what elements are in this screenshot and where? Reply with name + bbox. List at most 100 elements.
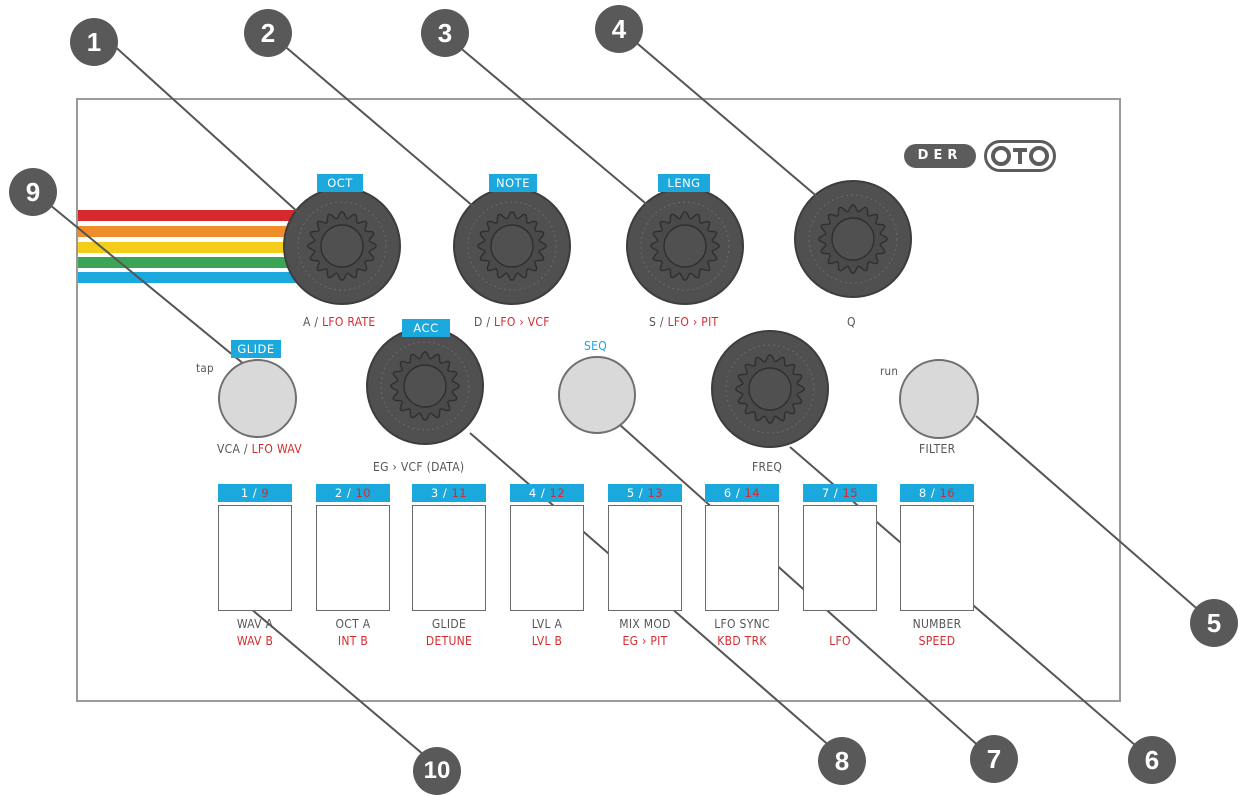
pad-number-alt: 14 — [744, 486, 761, 500]
stripe-green — [78, 257, 300, 268]
seq-button[interactable] — [558, 356, 636, 434]
pad-label-alt: SPEED — [918, 634, 956, 648]
knob-4-q[interactable] — [794, 180, 912, 298]
filter-run-button[interactable] — [899, 359, 979, 439]
pad-number-tag: 5 / 13 — [608, 484, 682, 502]
tag-leng: LENG — [658, 174, 710, 192]
step-pad[interactable] — [510, 505, 584, 611]
tag-note: NOTE — [489, 174, 537, 192]
glide-label-alt: LFO WAV — [251, 442, 302, 456]
pad-label: MIX MOD — [619, 617, 671, 631]
pad-number-tag: 1 / 9 — [218, 484, 292, 502]
step-pad[interactable] — [412, 505, 486, 611]
leader-3 — [444, 34, 651, 208]
pad-label-alt: WAV B — [236, 634, 274, 648]
knob2-label: D / LFO › VCF — [474, 315, 550, 329]
pad-label-alt: KBD TRK — [717, 634, 767, 648]
knob-3-leng[interactable] — [626, 187, 744, 305]
stripe-red — [78, 210, 300, 221]
pad-number: 4 / — [528, 486, 550, 500]
knob3-label: S / LFO › PIT — [649, 315, 718, 329]
stripe-orange — [78, 226, 300, 237]
knob1-label-main: A / — [303, 315, 323, 329]
tag-glide: GLIDE — [231, 340, 281, 358]
pad-number: 8 / — [918, 486, 940, 500]
stripe-blue — [78, 272, 300, 283]
callout-8: 8 — [818, 737, 866, 785]
step-pad[interactable] — [705, 505, 779, 611]
leader-9 — [32, 190, 246, 366]
knob-acc-label: EG › VCF (DATA) — [373, 460, 465, 474]
pad-number: 7 / — [821, 486, 843, 500]
step-pad[interactable] — [608, 505, 682, 611]
callout-7: 7 — [970, 735, 1018, 783]
brand-der-text: DER — [917, 148, 963, 163]
pad-number-tag: 7 / 15 — [803, 484, 877, 502]
knob3-label-alt: LFO › PIT — [667, 315, 719, 329]
pad-label: LVL A — [531, 617, 563, 631]
knob-freq-label: FREQ — [752, 460, 783, 474]
step-pad[interactable] — [316, 505, 390, 611]
callout-2: 2 — [244, 9, 292, 57]
knob2-label-main: D / — [474, 315, 495, 329]
pad-label-alt: EG › PIT — [622, 634, 668, 648]
seq-label: SEQ — [584, 339, 608, 353]
callout-10: 10 — [413, 747, 461, 795]
step-pad[interactable] — [218, 505, 292, 611]
callout-4: 4 — [595, 5, 643, 53]
step-pad[interactable] — [900, 505, 974, 611]
knob-freq[interactable] — [711, 330, 829, 448]
knob1-label: A / LFO RATE — [303, 315, 376, 329]
knob4-label: Q — [847, 315, 856, 329]
step-pad[interactable] — [803, 505, 877, 611]
pad-label-alt: LVL B — [531, 634, 563, 648]
pad-label-alt: DETUNE — [425, 634, 473, 648]
pad-label-alt: INT B — [337, 634, 369, 648]
glide-tap-button[interactable] — [218, 359, 297, 438]
pad-number-tag: 8 / 16 — [900, 484, 974, 502]
pad-number-alt: 10 — [355, 486, 372, 500]
rainbow-stripes — [78, 210, 300, 283]
leader-2 — [267, 31, 475, 208]
pad-number-tag: 4 / 12 — [510, 484, 584, 502]
glide-label-main: VCA / — [217, 442, 252, 456]
knob-1-oct[interactable] — [283, 187, 401, 305]
leader-1 — [109, 41, 301, 215]
pad-label: OCT A — [335, 617, 371, 631]
pad-number-tag: 3 / 11 — [412, 484, 486, 502]
callout-5: 5 — [1190, 599, 1238, 647]
knob-acc[interactable] — [366, 327, 484, 445]
pad-number: 2 / — [334, 486, 356, 500]
pad-label-alt: LFO — [829, 634, 851, 648]
callout-3: 3 — [421, 9, 469, 57]
pad-number-alt: 12 — [549, 486, 566, 500]
pad-label: WAV A — [236, 617, 274, 631]
pad-label: NUMBER — [912, 617, 962, 631]
pad-number: 3 / — [430, 486, 452, 500]
glide-button-label: VCA / LFO WAV — [217, 442, 302, 456]
callout-9: 9 — [9, 168, 57, 216]
leader-5 — [975, 415, 1211, 621]
leader-10 — [249, 607, 438, 767]
knob2-label-alt: LFO › VCF — [494, 315, 550, 329]
pad-number-tag: 2 / 10 — [316, 484, 390, 502]
pad-number-alt: 13 — [647, 486, 664, 500]
pad-number: 6 / — [723, 486, 745, 500]
tag-acc: ACC — [402, 319, 450, 337]
knob3-label-main: S / — [649, 315, 668, 329]
pad-number-tag: 6 / 14 — [705, 484, 779, 502]
pad-number: 1 / — [240, 486, 262, 500]
pad-number: 5 / — [626, 486, 648, 500]
callout-1: 1 — [70, 18, 118, 66]
stripe-yellow — [78, 242, 300, 253]
brand-der-badge: DER — [904, 144, 976, 168]
pad-number-alt: 15 — [842, 486, 859, 500]
pad-number-alt: 16 — [939, 486, 956, 500]
pad-label: GLIDE — [431, 617, 467, 631]
brand-oto-logo — [984, 140, 1056, 172]
knob1-label-alt: LFO RATE — [322, 315, 376, 329]
tag-oct: OCT — [317, 174, 363, 192]
pad-number-alt: 11 — [451, 486, 468, 500]
callout-6: 6 — [1128, 736, 1176, 784]
pad-number-alt: 9 — [261, 486, 270, 500]
